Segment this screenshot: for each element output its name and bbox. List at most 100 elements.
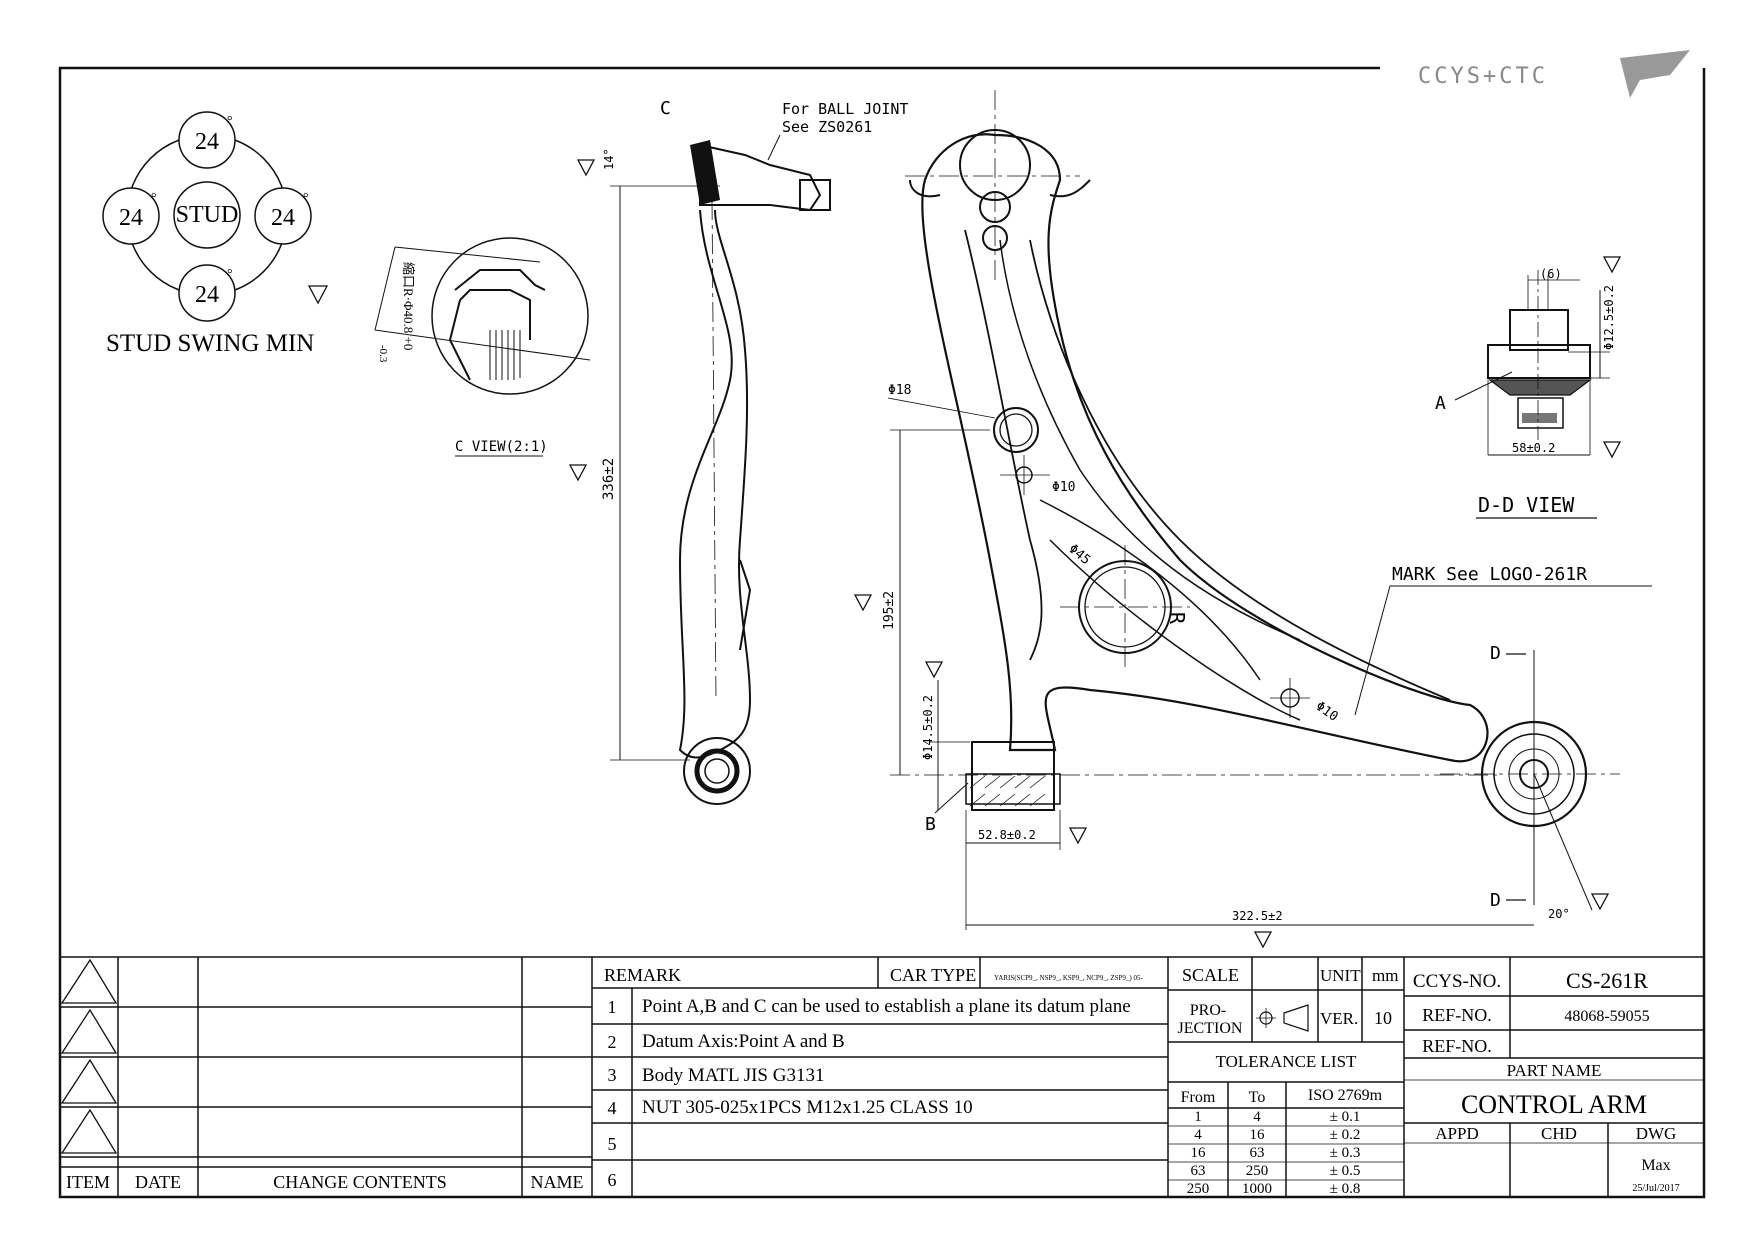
ref-no-label: REF-NO. xyxy=(1422,1005,1492,1025)
point-c-label: C xyxy=(660,98,671,119)
version-value: 10 xyxy=(1374,1008,1392,1028)
tolerance-cell: ± 0.5 xyxy=(1330,1163,1361,1179)
tolerance-cell: 16 xyxy=(1250,1127,1266,1143)
c-view-label: C VIEW(2:1) xyxy=(455,439,548,455)
tolerance-to-header: To xyxy=(1249,1089,1266,1106)
remark-text: NUT 305-025x1PCS M12x1.25 CLASS 10 xyxy=(642,1097,973,1118)
ball-joint-note-1: For BALL JOINT xyxy=(782,100,908,118)
section-d-top: D xyxy=(1490,643,1501,664)
datum-triangle xyxy=(568,464,588,482)
car-type-label: CAR TYPE xyxy=(890,965,976,985)
ccys-no-label: CCYS-NO. xyxy=(1413,971,1501,992)
dim-336: 336±2 xyxy=(601,458,617,500)
tolerance-cell: 16 xyxy=(1191,1145,1207,1161)
approved-label: APPD xyxy=(1435,1124,1478,1143)
mark-logo-note: MARK See LOGO-261R xyxy=(1392,564,1587,585)
stud-label: STUD xyxy=(176,202,239,228)
revision-table xyxy=(60,956,1704,1197)
tolerance-cell: 63 xyxy=(1191,1163,1206,1179)
degree-mark: ° xyxy=(227,267,233,282)
remark-no: 4 xyxy=(608,1098,617,1118)
degree-mark: ° xyxy=(227,114,233,129)
projection-label-2: JECTION xyxy=(1178,1020,1243,1037)
remark-text: Point A,B and C can be used to establish… xyxy=(642,996,1131,1017)
remark-header: REMARK xyxy=(604,965,681,985)
ccys-no-value: CS-261R xyxy=(1566,968,1648,993)
point-a-label: A xyxy=(1435,393,1446,414)
logo-text: CCYS+CTC xyxy=(1418,64,1548,89)
change-contents-header: CHANGE CONTENTS xyxy=(273,1172,447,1192)
dim-dia-45: Φ45 xyxy=(1065,542,1093,569)
remark-no: 2 xyxy=(608,1032,617,1052)
tolerance-rows: 1 4 ± 0.1 4 16 ± 0.2 16 63 ± 0.3 63 250 … xyxy=(1187,1109,1361,1197)
point-b-label: B xyxy=(925,814,936,835)
c-view-dimension: 縮口R·Φ40.8 +0 xyxy=(401,262,416,350)
tolerance-cell: 1 xyxy=(1194,1109,1202,1125)
date-header: DATE xyxy=(135,1172,181,1192)
dim-dia-18: Φ18 xyxy=(888,383,911,398)
name-header: NAME xyxy=(531,1172,584,1192)
swing-angle-right: 24 xyxy=(271,205,295,231)
drawn-label: DWG xyxy=(1636,1124,1677,1143)
datum-triangle xyxy=(307,285,329,305)
car-type-value: YARIS(SCP9_, NSP9_, KSP9_, NCP9_, ZSP9_)… xyxy=(994,974,1143,982)
scale-label: SCALE xyxy=(1182,965,1239,985)
tolerance-cell: 4 xyxy=(1194,1127,1202,1143)
logo-emblem xyxy=(1620,50,1690,98)
unit-label: UNIT xyxy=(1320,966,1361,985)
scale-tolerance-block xyxy=(1168,957,1405,1197)
dim-58: 58±0.2 xyxy=(1512,441,1555,455)
remark-no: 1 xyxy=(608,997,617,1017)
dim-322-5: 322.5±2 xyxy=(1232,909,1283,923)
stud-swing-title: STUD SWING MIN xyxy=(106,330,314,357)
section-d-bottom: D xyxy=(1490,890,1501,911)
c-view-detail: 縮口R·Φ40.8 +0 -0.3 C VIEW(2:1) xyxy=(374,237,591,457)
tolerance-cell: ± 0.2 xyxy=(1330,1127,1361,1143)
drawer-name: Max xyxy=(1641,1157,1670,1174)
ball-joint-note-2: See ZS0261 xyxy=(782,118,872,136)
angle-20: 20° xyxy=(1548,907,1570,921)
title-block xyxy=(1404,957,1704,1197)
dd-view-label: D-D VIEW xyxy=(1478,493,1575,517)
dd-view: (6) Φ12.5±0.2 58±0.2 A D-D VIEW xyxy=(1435,256,1622,519)
company-logo: CCYS+CTC xyxy=(1418,50,1690,98)
tolerance-cell: 4 xyxy=(1253,1109,1261,1125)
tolerance-cell: ± 0.1 xyxy=(1330,1109,1361,1125)
top-view: Φ18 Φ10 Φ45 R Φ10 MARK See LOGO-261R D D… xyxy=(853,90,1652,949)
remark-text: Body MATL JIS G3131 xyxy=(642,1065,824,1086)
projection-label: PRO- xyxy=(1190,1002,1226,1019)
angle-14: 14° xyxy=(602,148,616,170)
tolerance-iso-header: ISO 2769m xyxy=(1308,1087,1383,1104)
tolerance-from-header: From xyxy=(1181,1089,1216,1106)
tolerance-cell: 63 xyxy=(1250,1145,1265,1161)
degree-mark: ° xyxy=(303,191,309,206)
remark-no: 3 xyxy=(608,1065,617,1085)
degree-mark: ° xyxy=(151,191,157,206)
tolerance-cell: 250 xyxy=(1246,1163,1269,1179)
dim-6: (6) xyxy=(1540,267,1562,281)
side-view: C For BALL JOINT See ZS0261 336±2 14° xyxy=(568,98,908,805)
part-name-value: CONTROL ARM xyxy=(1461,1090,1647,1119)
ref-no-value: 48068-59055 xyxy=(1564,1008,1649,1025)
remarks-table xyxy=(592,957,1169,1197)
dim-dia-10-lower: Φ10 xyxy=(1313,699,1341,725)
remark-no: 6 xyxy=(608,1170,617,1190)
remark-no: 5 xyxy=(608,1134,617,1154)
dim-dia-10-upper: Φ10 xyxy=(1052,480,1075,495)
dim-12-5: Φ12.5±0.2 xyxy=(1602,285,1616,350)
tolerance-title: TOLERANCE LIST xyxy=(1216,1052,1357,1071)
tolerance-cell: ± 0.8 xyxy=(1330,1181,1361,1197)
part-name-label: PART NAME xyxy=(1507,1061,1602,1080)
swing-angle-top: 24 xyxy=(195,129,219,155)
ref-no-label-2: REF-NO. xyxy=(1422,1036,1492,1056)
checked-label: CHD xyxy=(1541,1124,1577,1143)
dim-52-8: 52.8±0.2 xyxy=(978,828,1036,842)
drawing-border xyxy=(58,66,1706,1199)
unit-value: mm xyxy=(1372,966,1398,985)
stud-swing-diagram: STUD 24 24 24 24 ° ° ° ° STUD SWING MIN xyxy=(102,111,329,357)
datum-triangle xyxy=(576,159,596,177)
remark-text: Datum Axis:Point A and B xyxy=(642,1031,845,1052)
tolerance-cell: 1000 xyxy=(1242,1181,1272,1197)
item-header: ITEM xyxy=(66,1172,110,1192)
